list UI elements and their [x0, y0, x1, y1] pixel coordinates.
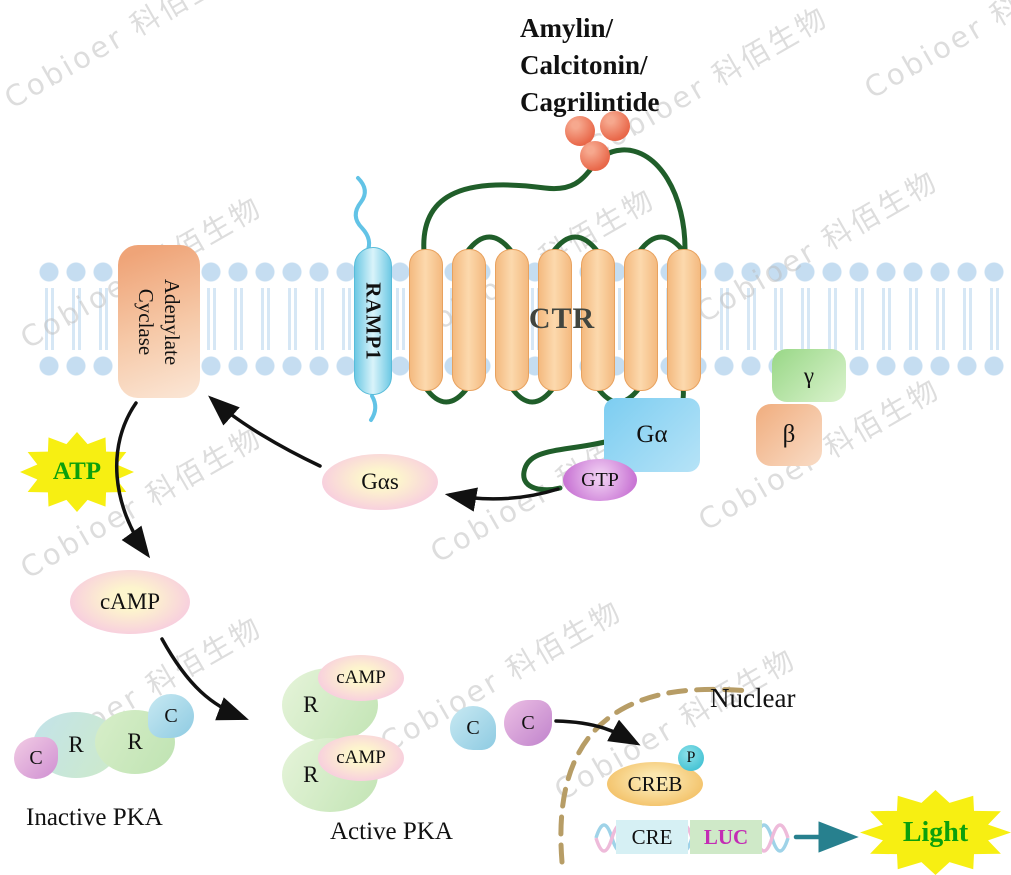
c-label: C — [29, 746, 43, 769]
ramp1-cterm-squiggle — [369, 394, 378, 422]
ctr-helix-4 — [538, 249, 572, 391]
ctr-helix-2 — [452, 249, 486, 391]
inactive-pka-label: Inactive PKA — [26, 804, 163, 831]
atp-burst: ATP — [20, 432, 134, 512]
active-pka-label: Active PKA — [330, 818, 453, 845]
ctr-label: CTR — [528, 302, 596, 335]
ligand-particle-2 — [600, 111, 630, 141]
luc-label: LUC — [703, 824, 749, 849]
camp-bound: cAMP — [318, 735, 404, 781]
g-alpha-s-subunit: Gαs — [322, 454, 438, 510]
ramp1-protein: RAMP1 — [354, 247, 392, 395]
receptor-nterm-loop — [421, 147, 688, 255]
gtp-molecule: GTP — [563, 459, 637, 501]
arrow-gtp-to-gas — [444, 487, 560, 512]
c-label: C — [466, 716, 480, 739]
pka-catalytic-subunit: C — [148, 694, 194, 738]
creb-label: CREB — [627, 771, 683, 796]
r-label: R — [303, 762, 319, 787]
arrow-gas-to-adenylate-cyclase — [208, 395, 322, 468]
cre-label: CRE — [631, 824, 673, 849]
camp-bound: cAMP — [318, 655, 404, 701]
pka-catalytic-subunit: C — [14, 737, 58, 779]
g-beta-label: β — [782, 421, 796, 448]
nuclear-label: Nuclear — [710, 683, 796, 713]
ctr-helix-5 — [581, 249, 615, 391]
g-gamma-label: γ — [803, 362, 815, 388]
ramp1-label: RAMP1 — [361, 281, 386, 361]
ligand-title: Amylin/ Calcitonin/ Cagrilintide — [520, 13, 660, 117]
ligand-particle-3 — [580, 141, 610, 171]
camp-label: cAMP — [99, 589, 161, 614]
ctr-helix-6 — [624, 249, 658, 391]
c-label: C — [164, 704, 178, 727]
r-label: R — [68, 732, 84, 757]
watermark: Cobioer 科佰生物 — [374, 593, 629, 760]
g-alpha-label: Gα — [636, 421, 668, 448]
watermark: Cobioer 科佰生物 — [858, 0, 1011, 106]
pka-catalytic-subunit-free: C — [504, 700, 552, 746]
gtp-label: GTP — [581, 468, 619, 491]
adenylate-cyclase: Adenylate Cyclase — [118, 245, 200, 398]
cre-element: CRE — [616, 820, 688, 854]
ctr-helix-7 — [667, 249, 701, 391]
r-label: R — [127, 729, 143, 754]
g-beta-subunit: β — [756, 404, 822, 466]
luc-reporter: LUC — [690, 820, 762, 854]
camp-label: cAMP — [336, 747, 386, 768]
g-alpha-s-label: Gαs — [361, 469, 399, 494]
ctr-helix-1 — [409, 249, 443, 391]
light-label: Light — [902, 816, 969, 848]
g-gamma-subunit: γ — [772, 349, 846, 402]
phosphate-label: P — [686, 749, 696, 766]
light-burst: Light — [860, 790, 1011, 875]
arrow-c-to-nucleus — [554, 719, 641, 746]
pka-catalytic-subunit-free: C — [450, 706, 496, 750]
adenylate-cyclase-label: Adenylate Cyclase — [134, 278, 185, 365]
ramp1-nterm-squiggle — [353, 176, 372, 254]
camp-molecule: cAMP — [70, 570, 190, 634]
r-label: R — [303, 692, 319, 717]
watermark: Cobioer 科佰生物 — [0, 0, 253, 116]
c-label: C — [521, 711, 535, 734]
ctr-helix-3 — [495, 249, 529, 391]
atp-label: ATP — [52, 458, 102, 485]
phosphate-group: P — [678, 745, 704, 771]
camp-label: cAMP — [336, 667, 386, 688]
